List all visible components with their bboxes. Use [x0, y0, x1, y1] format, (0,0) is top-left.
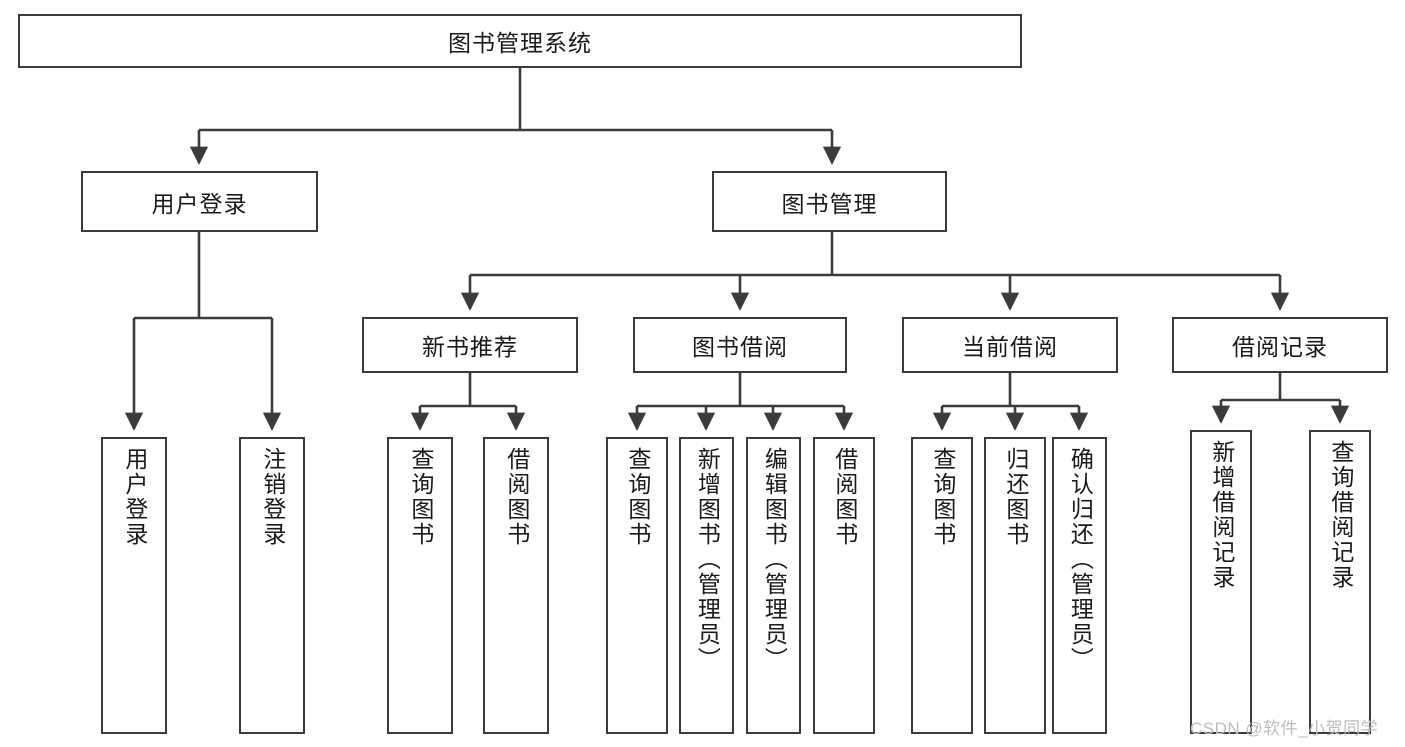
node-leaf-query-borrow-record[interactable]: 查询借阅记录	[1309, 430, 1371, 734]
node-root[interactable]: 图书管理系统	[18, 14, 1022, 68]
node-current-borrow[interactable]: 当前借阅	[902, 317, 1118, 373]
node-book-borrow-label: 图书借阅	[692, 334, 788, 360]
node-book-management[interactable]: 图书管理	[712, 171, 947, 232]
node-new-book-recommend-label: 新书推荐	[422, 334, 518, 360]
node-leaf-query-borrow-record-label: 查询借阅记录	[1327, 440, 1354, 590]
node-leaf-borrow-book-label: 借阅图书	[831, 447, 858, 547]
node-leaf-logout[interactable]: 注销登录	[239, 437, 305, 734]
node-leaf-add-borrow-record-label: 新增借阅记录	[1208, 440, 1235, 590]
node-leaf-user-login-label: 用户登录	[121, 447, 148, 547]
node-leaf-query-book-current-label: 查询图书	[929, 447, 956, 547]
node-leaf-return-book-label: 归还图书	[1002, 447, 1029, 547]
node-user-login[interactable]: 用户登录	[81, 171, 318, 232]
node-borrow-records[interactable]: 借阅记录	[1172, 317, 1388, 373]
node-current-borrow-label: 当前借阅	[962, 334, 1058, 360]
node-leaf-query-book-recommend-label: 查询图书	[407, 447, 434, 547]
node-leaf-user-login[interactable]: 用户登录	[101, 437, 167, 734]
node-leaf-add-borrow-record[interactable]: 新增借阅记录	[1190, 430, 1252, 734]
csdn-watermark: CSDN @软件_小贺同学	[1190, 719, 1379, 738]
node-leaf-logout-label: 注销登录	[259, 447, 286, 547]
node-new-book-recommend[interactable]: 新书推荐	[362, 317, 578, 373]
node-leaf-edit-book-admin[interactable]: 编辑图书（管理员）	[746, 437, 801, 734]
node-leaf-query-book-recommend[interactable]: 查询图书	[387, 437, 453, 734]
node-leaf-query-book-current[interactable]: 查询图书	[911, 437, 973, 734]
node-leaf-query-book-borrow-label: 查询图书	[624, 447, 651, 547]
node-leaf-query-book-borrow[interactable]: 查询图书	[606, 437, 668, 734]
node-user-login-label: 用户登录	[151, 190, 248, 217]
node-leaf-borrow-book[interactable]: 借阅图书	[813, 437, 875, 734]
node-book-management-label: 图书管理	[781, 190, 878, 217]
node-leaf-confirm-return-admin[interactable]: 确认归还（管理员）	[1052, 437, 1107, 734]
node-leaf-add-book-admin[interactable]: 新增图书（管理员）	[679, 437, 734, 734]
node-leaf-edit-book-admin-label: 编辑图书（管理员）	[761, 447, 788, 672]
node-borrow-records-label: 借阅记录	[1232, 334, 1328, 360]
node-leaf-add-book-admin-label: 新增图书（管理员）	[694, 447, 721, 672]
node-leaf-borrow-book-recommend-label: 借阅图书	[503, 447, 530, 547]
node-leaf-borrow-book-recommend[interactable]: 借阅图书	[483, 437, 549, 734]
node-root-label: 图书管理系统	[448, 30, 592, 56]
node-leaf-return-book[interactable]: 归还图书	[984, 437, 1046, 734]
node-leaf-confirm-return-admin-label: 确认归还（管理员）	[1067, 447, 1094, 672]
node-book-borrow[interactable]: 图书借阅	[633, 317, 847, 373]
